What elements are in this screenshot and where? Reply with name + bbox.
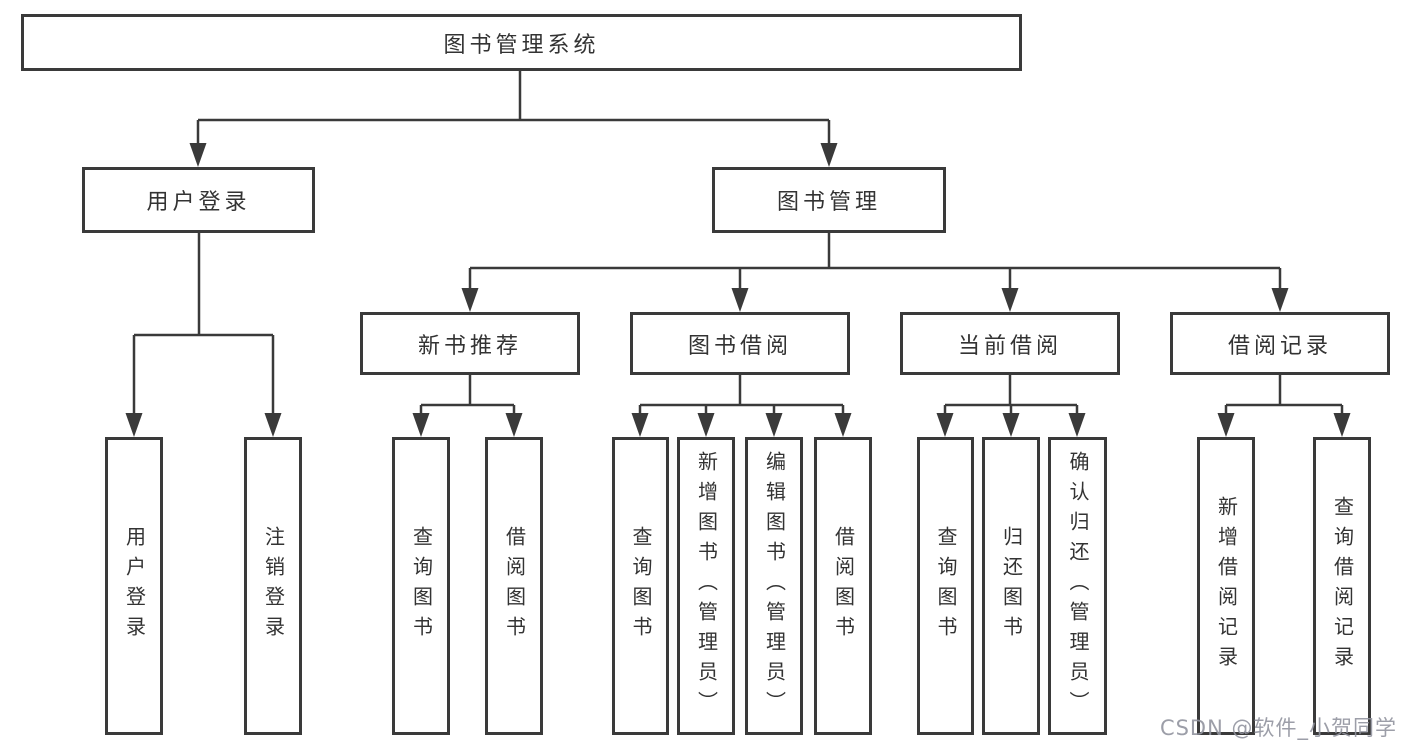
connector-book-mgmt-children [461, 233, 1289, 312]
node-new-book-recommendation: 新书推荐 [360, 312, 580, 375]
node-book-management: 图书管理 [712, 167, 946, 233]
leaf-newbooks-borrow-books-label: 借阅图书 [502, 526, 527, 646]
node-user-login: 用户登录 [82, 167, 315, 233]
leaf-records-query-borrow-record-label: 查询借阅记录 [1330, 496, 1355, 676]
leaf-records-add-borrow-record: 新增借阅记录 [1197, 437, 1255, 735]
leaf-current-query-books: 查询图书 [917, 437, 974, 735]
node-user-login-label: 用户登录 [146, 190, 251, 215]
node-current-borrowing-label: 当前借阅 [957, 333, 1062, 359]
leaf-logout-label: 注销登录 [261, 526, 286, 646]
connector-root-to-level2 [189, 70, 838, 167]
leaf-logout: 注销登录 [244, 437, 302, 735]
node-new-book-recommendation-label: 新书推荐 [417, 333, 522, 359]
leaf-newbooks-query-books: 查询图书 [392, 437, 450, 735]
leaf-user-login-label: 用户登录 [122, 526, 147, 646]
connector-book-borrow-children [631, 375, 852, 437]
leaf-borrowing-add-books-admin-label: 新增图书（管理员） [694, 451, 719, 721]
leaf-current-return-books: 归还图书 [982, 437, 1040, 735]
leaf-records-add-borrow-record-label: 新增借阅记录 [1214, 496, 1239, 676]
node-borrowing-records-label: 借阅记录 [1227, 333, 1332, 359]
node-current-borrowing: 当前借阅 [900, 312, 1120, 375]
leaf-borrowing-edit-books-admin-label: 编辑图书（管理员） [762, 451, 787, 721]
leaf-newbooks-query-books-label: 查询图书 [409, 526, 434, 646]
node-book-borrowing: 图书借阅 [630, 312, 850, 375]
leaf-current-query-books-label: 查询图书 [934, 526, 958, 646]
node-root-label: 图书管理系统 [443, 32, 600, 58]
leaf-records-query-borrow-record: 查询借阅记录 [1313, 437, 1371, 735]
leaf-borrowing-edit-books-admin: 编辑图书（管理员） [745, 437, 803, 735]
leaf-newbooks-borrow-books: 借阅图书 [485, 437, 543, 735]
connector-user-login-children [125, 233, 282, 437]
connector-borrow-records-children [1217, 375, 1351, 437]
leaf-borrowing-add-books-admin: 新增图书（管理员） [677, 437, 735, 735]
connector-current-borrow-children [936, 375, 1086, 437]
leaf-current-confirm-return-admin: 确认归还（管理员） [1048, 437, 1107, 735]
node-book-borrowing-label: 图书借阅 [687, 333, 792, 359]
node-root: 图书管理系统 [21, 14, 1022, 71]
csdn-watermark: CSDN @软件_小贺同学 [1159, 716, 1397, 740]
leaf-current-confirm-return-admin-label: 确认归还（管理员） [1066, 451, 1090, 721]
leaf-borrowing-borrow-books: 借阅图书 [814, 437, 872, 735]
connector-new-books-children [412, 375, 523, 437]
node-book-management-label: 图书管理 [776, 190, 881, 215]
leaf-current-return-books-label: 归还图书 [999, 526, 1024, 646]
node-borrowing-records: 借阅记录 [1170, 312, 1390, 375]
leaf-borrowing-query-books-label: 查询图书 [629, 526, 653, 646]
leaf-borrowing-borrow-books-label: 借阅图书 [831, 526, 856, 646]
leaf-user-login: 用户登录 [105, 437, 163, 735]
leaf-borrowing-query-books: 查询图书 [612, 437, 669, 735]
